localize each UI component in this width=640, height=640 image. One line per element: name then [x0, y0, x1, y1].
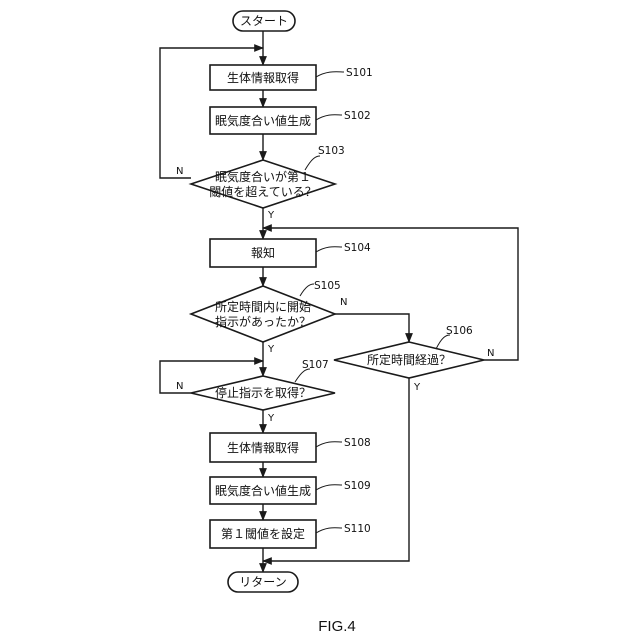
decision-s106: 所定時間経過？	[334, 342, 484, 378]
connector-s105-no	[335, 314, 409, 342]
terminal-return: リターン	[228, 572, 298, 592]
s106-step: S106	[446, 325, 473, 337]
process-s110: 第１閾値を設定	[210, 520, 316, 548]
s101-label: 生体情報取得	[227, 70, 299, 85]
process-s101: 生体情報取得	[210, 65, 316, 90]
s107-step: S107	[302, 359, 329, 371]
s108-step: S108	[344, 437, 371, 449]
s101-step: S101	[346, 67, 373, 79]
s109-leader	[316, 485, 342, 490]
s107-label: 停止指示を取得？	[215, 385, 311, 400]
s102-leader	[316, 115, 342, 120]
return-label: リターン	[239, 575, 286, 589]
s106-label: 所定時間経過？	[367, 352, 451, 367]
s110-leader	[316, 528, 342, 533]
s104-step: S104	[344, 242, 371, 254]
s106-leader	[436, 335, 450, 349]
s103-yes-label: Y	[267, 210, 275, 221]
process-s108: 生体情報取得	[210, 433, 316, 462]
figure-label: FIG.4	[318, 618, 356, 635]
decision-s107: 停止指示を取得？	[191, 376, 335, 410]
s101-leader	[316, 72, 344, 77]
process-s102: 眠気度合い値生成	[210, 107, 316, 134]
s105-label-line2: 指示があったか？	[215, 314, 311, 329]
s105-no-label: N	[340, 297, 347, 308]
s103-leader	[305, 156, 320, 170]
s105-step: S105	[314, 280, 341, 292]
s103-label-line2: 閾値を超えている？	[209, 184, 316, 199]
s107-no-label: N	[176, 381, 183, 392]
process-s104: 報知	[210, 239, 316, 267]
s108-leader	[316, 442, 342, 447]
s103-label-line1: 眠気度合いが第１	[215, 169, 311, 184]
s110-step: S110	[344, 523, 371, 535]
s106-no-label: N	[487, 348, 494, 359]
start-label: スタート	[240, 14, 288, 28]
s108-label: 生体情報取得	[227, 440, 299, 455]
s104-label: 報知	[251, 246, 275, 260]
s103-no-label: N	[176, 166, 183, 177]
s104-leader	[316, 247, 342, 252]
s105-label-line1: 所定時間内に開始	[215, 299, 311, 314]
s109-step: S109	[344, 480, 371, 492]
decision-s103: 眠気度合いが第１ 閾値を超えている？	[191, 160, 335, 208]
terminal-start: スタート	[233, 11, 295, 31]
s105-leader	[300, 284, 314, 296]
s105-yes-label: Y	[267, 344, 275, 355]
s102-step: S102	[344, 110, 371, 122]
s107-yes-label: Y	[267, 413, 275, 424]
s103-step: S103	[318, 145, 345, 157]
s102-label: 眠気度合い値生成	[215, 113, 311, 128]
s106-yes-label: Y	[413, 382, 421, 393]
s110-label: 第１閾値を設定	[221, 526, 305, 541]
decision-s105: 所定時間内に開始 指示があったか？	[191, 286, 335, 342]
s109-label: 眠気度合い値生成	[215, 483, 311, 498]
process-s109: 眠気度合い値生成	[210, 477, 316, 504]
